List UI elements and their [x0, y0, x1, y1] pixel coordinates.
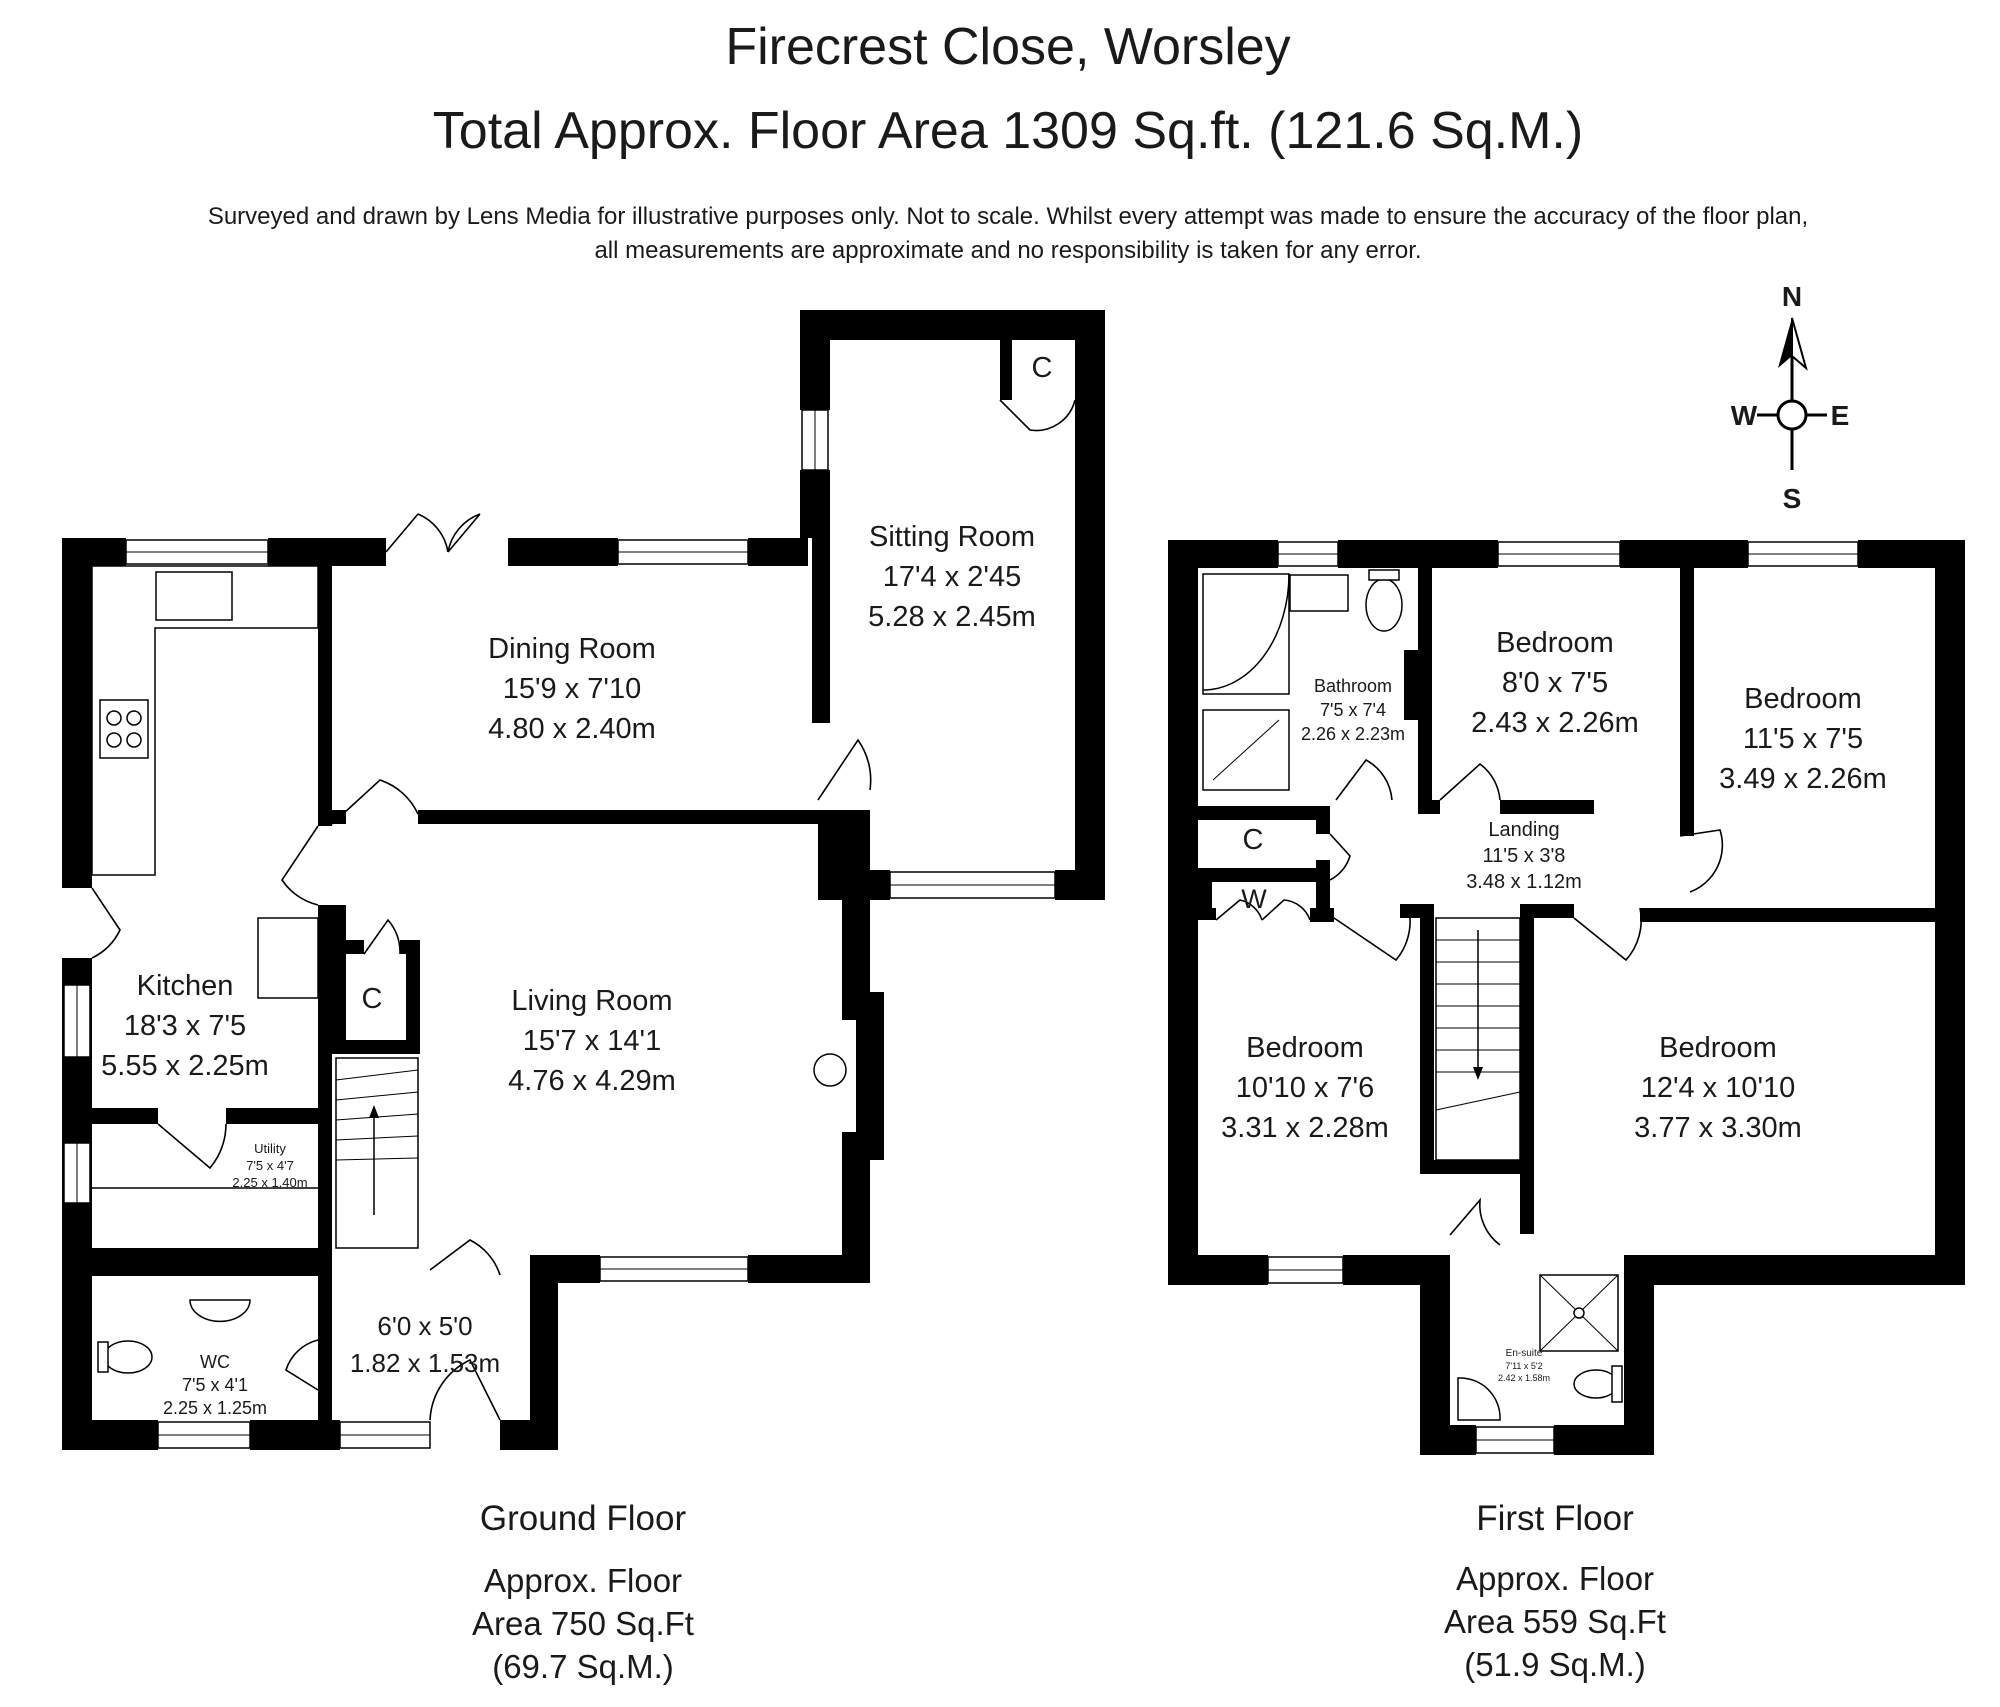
- ground-floor-windows: [63, 409, 1056, 1449]
- bedroom-4-name: Bedroom: [1246, 1032, 1364, 1064]
- bedroom-2-metric: 2.43 x 2.26m: [1471, 707, 1639, 739]
- bedroom-4-imperial: 10'10 x 7'6: [1236, 1072, 1374, 1104]
- ground-cupboard-label: C: [362, 983, 383, 1015]
- dining-room-metric: 4.80 x 2.40m: [488, 713, 656, 745]
- compass-icon: N S W E: [1731, 281, 1850, 514]
- living-room-imperial: 15'7 x 14'1: [523, 1025, 661, 1057]
- first-floor-title: First Floor: [1476, 1499, 1634, 1538]
- first-floor-walls: [1168, 540, 1965, 1455]
- utility-imperial: 7'5 x 4'7: [246, 1158, 294, 1173]
- ground-floor-fixtures: [91, 565, 847, 1374]
- bath-toilet-icon: [1365, 578, 1403, 632]
- landing-name: Landing: [1488, 819, 1559, 841]
- toilet-icon: [103, 1340, 153, 1374]
- dining-room-imperial: 15'9 x 7'10: [503, 673, 641, 705]
- kitchen-sink-icon: [155, 571, 233, 621]
- first-floor-area-2: Area 559 Sq.Ft: [1444, 1603, 1666, 1640]
- bedroom-1-imperial: 12'4 x 10'10: [1641, 1072, 1796, 1104]
- total-floor-area: Total Approx. Floor Area 1309 Sq.ft. (12…: [433, 102, 1583, 160]
- first-floor-fixtures: [1202, 569, 1623, 1421]
- bedroom-3-name: Bedroom: [1744, 683, 1862, 715]
- ground-stairs-icon: [335, 1057, 419, 1249]
- ground-floor-doors: [91, 399, 1076, 1421]
- first-floor-area-1: Approx. Floor: [1456, 1560, 1654, 1597]
- hall-imperial: 6'0 x 5'0: [377, 1311, 472, 1341]
- first-stairs-icon: [1435, 917, 1521, 1161]
- sitting-room-name: Sitting Room: [869, 521, 1035, 553]
- first-cupboard-label: C: [1243, 824, 1264, 856]
- bedroom-4-metric: 3.31 x 2.28m: [1221, 1112, 1389, 1144]
- sitting-room-metric: 5.28 x 2.45m: [868, 601, 1036, 633]
- disclaimer-line-2: all measurements are approximate and no …: [594, 237, 1421, 264]
- wc-name: WC: [200, 1352, 230, 1372]
- bathroom-metric: 2.26 x 2.23m: [1301, 724, 1405, 744]
- landing-metric: 3.48 x 1.12m: [1466, 871, 1582, 893]
- landing-imperial: 11'5 x 3'8: [1483, 845, 1566, 867]
- hob-icon: [99, 699, 149, 759]
- compass-south-label: S: [1783, 483, 1802, 514]
- utility-name: Utility: [254, 1141, 286, 1156]
- sitting-cupboard-label: C: [1032, 352, 1053, 384]
- living-room-metric: 4.76 x 4.29m: [508, 1065, 676, 1097]
- utility-metric: 2.25 x 1.40m: [232, 1175, 307, 1190]
- ground-floor-labels: Dining Room 15'9 x 7'10 4.80 x 2.40m Sit…: [101, 352, 1052, 1685]
- kitchen-name: Kitchen: [137, 970, 234, 1002]
- bedroom-2-name: Bedroom: [1496, 627, 1614, 659]
- ground-floor-area-2: Area 750 Sq.Ft: [472, 1605, 694, 1642]
- sitting-room-imperial: 17'4 x 2'45: [883, 561, 1021, 593]
- first-floor-labels: Bathroom 7'5 x 7'4 2.26 x 2.23m Bedroom …: [1221, 627, 1887, 1683]
- fireplace-icon: [813, 1053, 847, 1087]
- bedroom-2-imperial: 8'0 x 7'5: [1502, 667, 1608, 699]
- bedroom-3-imperial: 11'5 x 7'5: [1743, 723, 1863, 755]
- bathroom-imperial: 7'5 x 7'4: [1320, 700, 1386, 720]
- wc-metric: 2.25 x 1.25m: [163, 1398, 267, 1418]
- ensuite-imperial: 7'11 x 5'2: [1505, 1361, 1542, 1371]
- first-floor-area-3: (51.9 Sq.M.): [1464, 1646, 1646, 1683]
- hall-metric: 1.82 x 1.53m: [350, 1348, 500, 1378]
- bedroom-3-metric: 3.49 x 2.26m: [1719, 763, 1887, 795]
- ground-floor-title: Ground Floor: [480, 1499, 687, 1538]
- living-room-name: Living Room: [511, 985, 672, 1017]
- wc-imperial: 7'5 x 4'1: [182, 1375, 248, 1395]
- wc-basin-icon: [189, 1299, 251, 1323]
- plan-title: Firecrest Close, Worsley: [725, 18, 1290, 76]
- kitchen-metric: 5.55 x 2.25m: [101, 1050, 269, 1082]
- dining-room-name: Dining Room: [488, 633, 656, 665]
- wardrobe-label: W: [1241, 884, 1267, 914]
- bedroom-1-metric: 3.77 x 3.30m: [1634, 1112, 1802, 1144]
- first-floor-doors: [1215, 758, 1724, 1246]
- disclaimer-line-1: Surveyed and drawn by Lens Media for ill…: [208, 203, 1808, 230]
- compass-west-label: W: [1731, 400, 1758, 431]
- bathroom-name: Bathroom: [1314, 676, 1392, 696]
- ground-floor-area-3: (69.7 Sq.M.): [492, 1648, 674, 1685]
- bath-basin-icon: [1289, 574, 1349, 612]
- compass-east-label: E: [1831, 400, 1850, 431]
- ensuite-name: En-suite: [1506, 1348, 1543, 1359]
- kitchen-imperial: 18'3 x 7'5: [124, 1010, 246, 1042]
- first-floor-windows: [1267, 541, 1859, 1454]
- ensuite-basin-icon: [1457, 1377, 1501, 1421]
- compass-north-label: N: [1782, 281, 1802, 312]
- ensuite-metric: 2.42 x 1.58m: [1498, 1373, 1550, 1383]
- bedroom-1-name: Bedroom: [1659, 1032, 1777, 1064]
- ground-floor-area-1: Approx. Floor: [484, 1562, 682, 1599]
- kitchen-unit: [257, 917, 319, 999]
